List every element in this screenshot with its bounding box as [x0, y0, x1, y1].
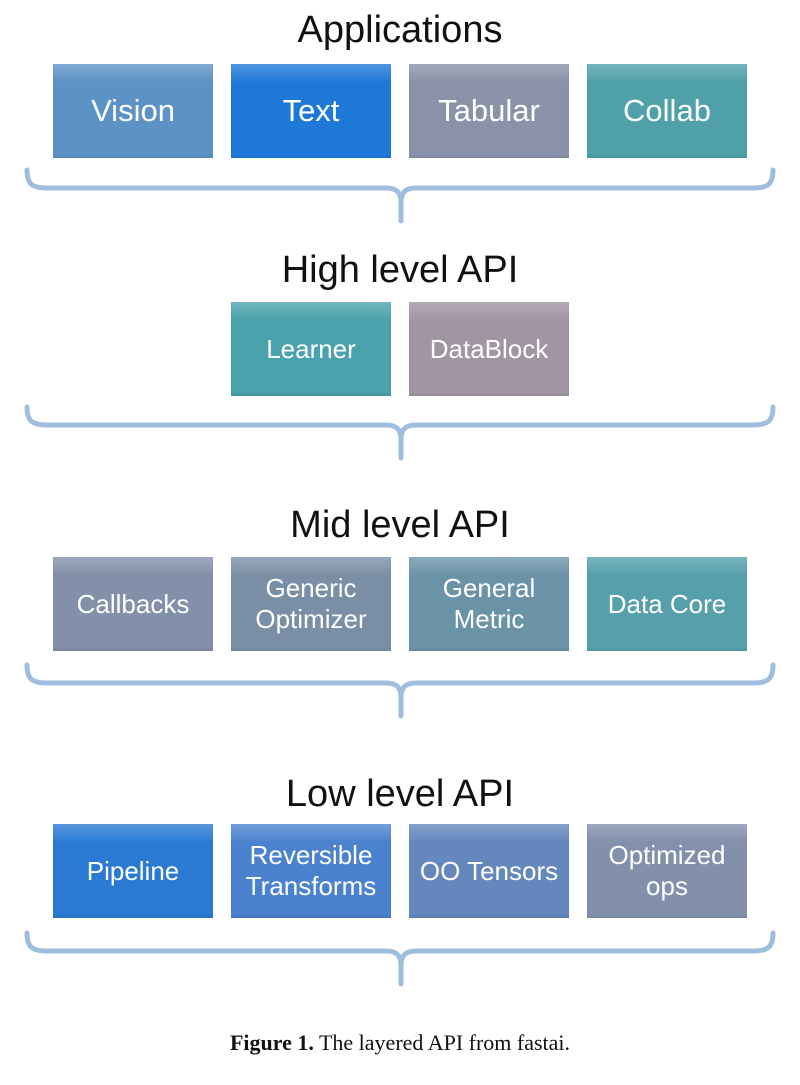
- section-title-low-level-api: Low level API: [285, 773, 515, 815]
- box-learner: Learner: [231, 302, 391, 396]
- curly-brace-icon: [24, 930, 776, 987]
- figure-caption-label: Figure 1.: [229, 1030, 314, 1055]
- box-callbacks: Callbacks: [53, 557, 213, 651]
- box-datablock: DataBlock: [409, 302, 569, 396]
- box-vision: Vision: [53, 64, 213, 158]
- brace-path: [24, 930, 776, 987]
- brace-path: [24, 167, 776, 224]
- curly-brace-icon: [24, 404, 776, 461]
- box-data-core: Data Core: [587, 557, 747, 651]
- box-collab: Collab: [587, 64, 747, 158]
- section-title-high-level-api: High level API: [281, 249, 519, 291]
- figure-caption: Figure 1. The layered API from fastai.: [0, 1030, 800, 1056]
- low-level-box-row: Pipeline Reversible Transforms OO Tensor…: [0, 824, 800, 918]
- section-title-mid-level-api: Mid level API: [290, 504, 510, 546]
- brace-path: [24, 404, 776, 461]
- figure-caption-text: The layered API from fastai.: [318, 1030, 571, 1055]
- mid-level-box-row: Callbacks Generic Optimizer General Metr…: [0, 557, 800, 651]
- high-level-box-row: Learner DataBlock: [0, 302, 800, 396]
- box-optimized-ops: Optimized ops: [587, 824, 747, 918]
- box-pipeline: Pipeline: [53, 824, 213, 918]
- box-tabular: Tabular: [409, 64, 569, 158]
- box-reversible-transforms: Reversible Transforms: [231, 824, 391, 918]
- brace-path: [24, 662, 776, 719]
- curly-brace-icon: [24, 167, 776, 224]
- box-generic-optimizer: Generic Optimizer: [231, 557, 391, 651]
- curly-brace-icon: [24, 662, 776, 719]
- applications-box-row: Vision Text Tabular Collab: [0, 64, 800, 158]
- section-title-applications: Applications: [297, 9, 503, 51]
- box-text: Text: [231, 64, 391, 158]
- box-oo-tensors: OO Tensors: [409, 824, 569, 918]
- box-general-metric: General Metric: [409, 557, 569, 651]
